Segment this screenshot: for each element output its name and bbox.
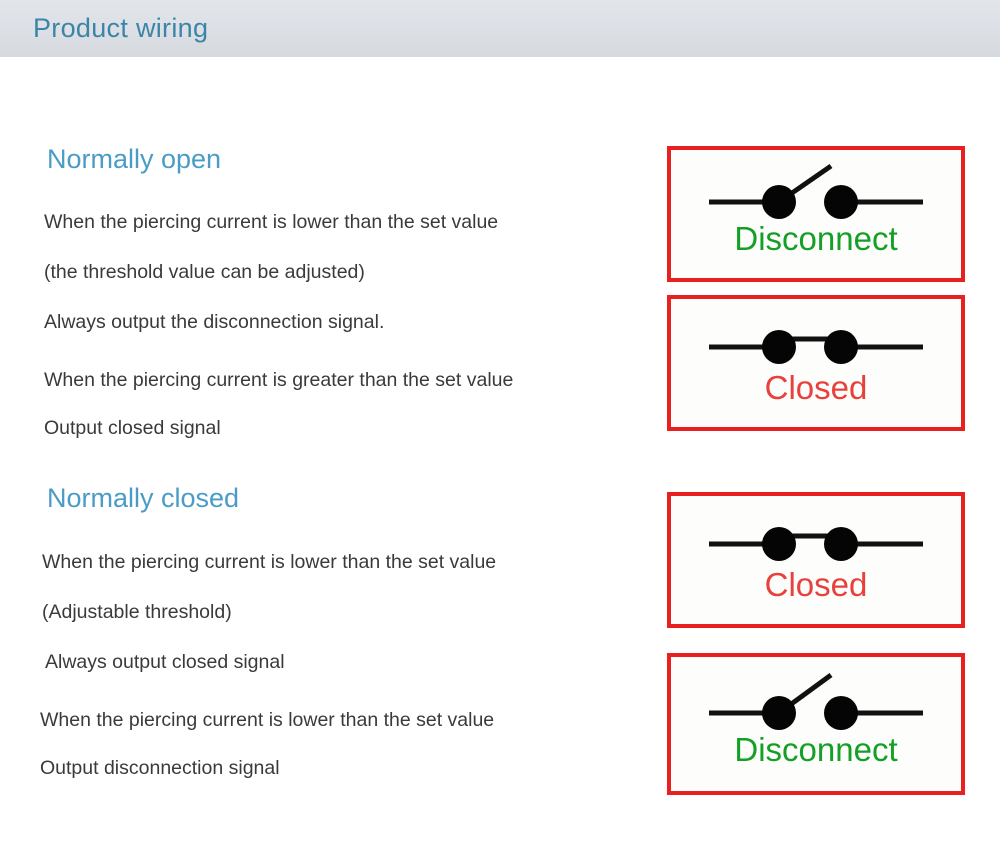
normally-open-line-4: When the piercing current is greater tha… [44, 369, 514, 391]
diagram-box-normally-closed-high: Disconnect [667, 653, 965, 795]
normally-closed-line-1: When the piercing current is lower than … [42, 551, 497, 573]
section-heading-normally-open: Normally open [47, 144, 222, 174]
diagram-box-normally-closed-low: Closed [667, 492, 965, 628]
page-title: Product wiring [33, 13, 209, 43]
diagram-box-normally-open-high: Closed [667, 295, 965, 431]
normally-closed-line-5: Output disconnection signal [40, 757, 280, 779]
switch-open-icon [709, 672, 923, 730]
normally-open-line-3: Always output the disconnection signal. [44, 311, 385, 333]
state-label: Disconnect [734, 731, 898, 768]
description-column: Normally open When the piercing current … [0, 57, 660, 846]
normally-closed-line-2: (Adjustable threshold) [42, 601, 232, 623]
diagram-box-normally-open-low: Disconnect [667, 146, 965, 282]
state-label: Closed [764, 566, 868, 603]
switch-closed-icon [709, 330, 923, 364]
switch-open-icon [709, 163, 923, 219]
normally-closed-line-4: When the piercing current is lower than … [40, 709, 495, 731]
state-label: Closed [764, 369, 868, 406]
normally-closed-line-3: Always output closed signal [45, 651, 285, 673]
section-heading-normally-closed: Normally closed [47, 483, 240, 513]
switch-closed-icon [709, 527, 923, 561]
page-header-band: Product wiring [0, 0, 1000, 57]
normally-open-line-2: (the threshold value can be adjusted) [44, 261, 365, 283]
normally-open-line-1: When the piercing current is lower than … [44, 211, 499, 233]
state-label: Disconnect [734, 220, 898, 257]
normally-open-line-5: Output closed signal [44, 417, 221, 439]
